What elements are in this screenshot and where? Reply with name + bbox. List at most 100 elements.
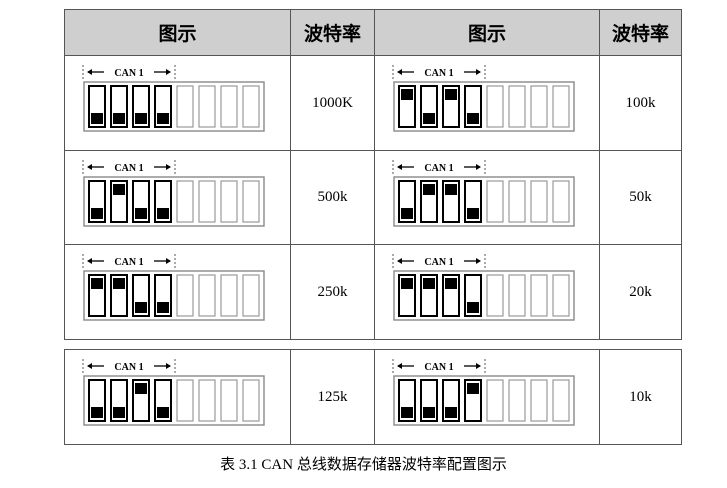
switch-knob-down — [467, 208, 479, 219]
header-diagram-1: 图示 — [64, 9, 291, 56]
arrow-left-icon — [87, 363, 92, 369]
dip-switch-inactive — [242, 274, 260, 317]
dip-switch-inactive — [220, 85, 238, 128]
dip-switch-inactive — [242, 379, 260, 422]
dip-switch-cell: CAN 1 — [64, 150, 291, 245]
dip-switch-inactive — [486, 274, 504, 317]
switch-knob-up — [445, 89, 457, 100]
switch-knob-down — [157, 302, 169, 313]
switch-housing — [393, 270, 575, 321]
dip-switch-inactive — [530, 274, 548, 317]
dip-switch-inactive — [552, 379, 570, 422]
switch-knob-down — [91, 208, 103, 219]
dip-switch-inactive — [176, 180, 194, 223]
dip-switch-cell: CAN 1 — [64, 349, 291, 445]
switch-housing — [393, 81, 575, 132]
baud-rate-value: 1000K — [290, 55, 375, 151]
arrow-right-icon — [166, 69, 171, 75]
switch-knob-down — [113, 407, 125, 418]
dip-switch-inactive — [508, 85, 526, 128]
dip-switch-cell: CAN 1 — [374, 150, 600, 245]
dip-switch-inactive — [176, 274, 194, 317]
dip-switch-inactive — [552, 274, 570, 317]
arrow-left-icon — [397, 69, 402, 75]
switch-knob-down — [423, 407, 435, 418]
arrow-right-icon — [476, 164, 481, 170]
switch-knob-down — [135, 113, 147, 124]
dip-switch-cell: CAN 1 — [64, 244, 291, 340]
dip-switch-diagram: CAN 1 — [82, 254, 265, 321]
dip-switch-diagram: CAN 1 — [82, 65, 265, 132]
dip-switch-inactive — [530, 180, 548, 223]
arrow-left-icon — [397, 164, 402, 170]
header-diagram-2: 图示 — [374, 9, 600, 56]
table-header-row: 图示 波特率 图示 波特率 — [64, 9, 682, 56]
arrow-left-icon — [87, 164, 92, 170]
switch-knob-up — [467, 383, 479, 394]
switch-label: CAN 1 — [424, 362, 453, 373]
dip-switch-inactive — [552, 180, 570, 223]
dip-switch-inactive — [198, 274, 216, 317]
switch-housing — [393, 176, 575, 227]
switch-knob-down — [401, 407, 413, 418]
baud-rate-value: 500k — [290, 150, 375, 245]
dip-switch-inactive — [242, 180, 260, 223]
dip-switch-inactive — [220, 180, 238, 223]
switch-knob-down — [467, 302, 479, 313]
baud-rate-value: 50k — [599, 150, 682, 245]
table-row: CAN 1 125k CAN 1 10k — [64, 349, 682, 445]
arrow-right-icon — [166, 258, 171, 264]
switch-label: CAN 1 — [114, 362, 143, 373]
dip-switch-inactive — [176, 85, 194, 128]
dip-switch-inactive — [176, 379, 194, 422]
switch-label: CAN 1 — [424, 257, 453, 268]
dip-switch-diagram: CAN 1 — [392, 65, 575, 132]
switch-label: CAN 1 — [424, 163, 453, 174]
dip-switch-cell: CAN 1 — [374, 244, 600, 340]
switch-knob-down — [401, 208, 413, 219]
dip-switch-diagram: CAN 1 — [82, 160, 265, 227]
switch-knob-down — [157, 208, 169, 219]
dip-switch-inactive — [530, 379, 548, 422]
switch-housing — [83, 375, 265, 426]
dip-switch-inactive — [486, 85, 504, 128]
switch-knob-up — [401, 278, 413, 289]
dip-switch-inactive — [508, 274, 526, 317]
dip-switch-inactive — [486, 379, 504, 422]
dip-switch-inactive — [220, 274, 238, 317]
dip-switch-inactive — [552, 85, 570, 128]
table-caption: 表 3.1 CAN 总线数据存储器波特率配置图示 — [220, 457, 507, 473]
switch-label: CAN 1 — [114, 68, 143, 79]
dip-switch-inactive — [198, 85, 216, 128]
dip-switch-diagram: CAN 1 — [392, 359, 575, 426]
dip-switch-inactive — [486, 180, 504, 223]
dip-switch-inactive — [198, 379, 216, 422]
switch-knob-up — [423, 278, 435, 289]
dip-switch-cell: CAN 1 — [374, 349, 600, 445]
dip-switch-inactive — [198, 180, 216, 223]
arrow-left-icon — [87, 69, 92, 75]
switch-knob-up — [91, 278, 103, 289]
switch-knob-down — [91, 407, 103, 418]
arrow-left-icon — [397, 363, 402, 369]
switch-housing — [393, 375, 575, 426]
baud-rate-value: 10k — [599, 349, 682, 445]
switch-knob-up — [135, 383, 147, 394]
dip-switch-diagram: CAN 1 — [82, 359, 265, 426]
switch-housing — [83, 176, 265, 227]
dip-switch-inactive — [508, 379, 526, 422]
header-baud-rate-1: 波特率 — [290, 9, 375, 56]
dip-switch-inactive — [530, 85, 548, 128]
switch-knob-down — [113, 113, 125, 124]
switch-knob-up — [445, 184, 457, 195]
arrow-right-icon — [476, 69, 481, 75]
baud-rate-table: 图示 波特率 图示 波特率 CAN 1 1000K CAN 1 100k CAN… — [64, 9, 682, 340]
baud-rate-table-continued: CAN 1 125k CAN 1 10k — [64, 349, 682, 445]
arrow-right-icon — [166, 164, 171, 170]
switch-knob-up — [445, 278, 457, 289]
arrow-left-icon — [87, 258, 92, 264]
table-row: CAN 1 250k CAN 1 20k — [64, 244, 682, 340]
switch-knob-up — [401, 89, 413, 100]
switch-knob-down — [157, 113, 169, 124]
arrow-left-icon — [397, 258, 402, 264]
